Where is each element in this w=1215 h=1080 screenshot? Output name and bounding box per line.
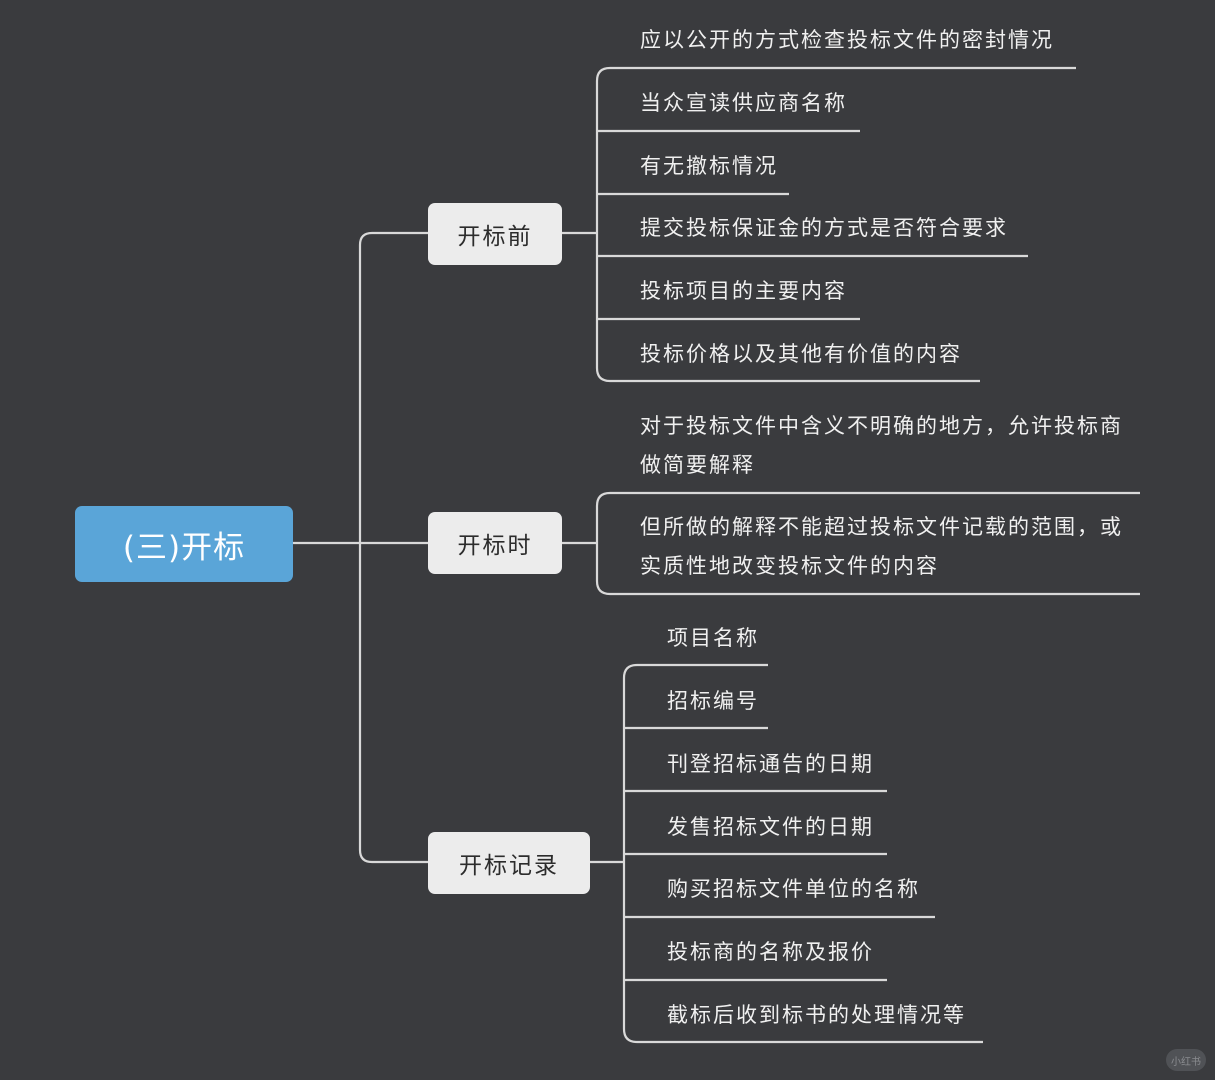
- leaf-node[interactable]: 应以公开的方式检查投标文件的密封情况: [640, 28, 1054, 52]
- watermark-badge: 小红书: [1166, 1049, 1206, 1071]
- leaf-node[interactable]: 购买招标文件单位的名称: [667, 877, 920, 901]
- leaf-line: 但所做的解释不能超过投标文件记载的范围，或: [640, 515, 1123, 539]
- branch-label: 开标时: [457, 533, 533, 559]
- root-label: (三)开标: [122, 529, 246, 566]
- root-node[interactable]: (三)开标: [75, 506, 293, 582]
- leaf-node[interactable]: 项目名称: [667, 626, 759, 650]
- branch-node-opening-record[interactable]: 开标记录: [428, 832, 590, 894]
- leaf-node[interactable]: 有无撤标情况: [640, 154, 778, 178]
- leaf-line: 做简要解释: [640, 453, 755, 477]
- branch-node-before-opening[interactable]: 开标前: [428, 203, 562, 265]
- leaf-line: 实质性地改变投标文件的内容: [640, 554, 939, 578]
- leaf-node[interactable]: 投标价格以及其他有价值的内容: [640, 342, 962, 366]
- branch-label: 开标记录: [459, 853, 559, 879]
- leaf-node[interactable]: 提交投标保证金的方式是否符合要求: [640, 216, 1008, 240]
- leaf-node[interactable]: 刊登招标通告的日期: [667, 752, 874, 776]
- leaf-node[interactable]: 但所做的解释不能超过投标文件记载的范围，或 实质性地改变投标文件的内容: [640, 508, 1123, 586]
- branch-node-during-opening[interactable]: 开标时: [428, 512, 562, 574]
- branch-label: 开标前: [457, 224, 533, 250]
- leaf-node[interactable]: 当众宣读供应商名称: [640, 91, 847, 115]
- leaf-node[interactable]: 对于投标文件中含义不明确的地方，允许投标商 做简要解释: [640, 407, 1123, 485]
- leaf-line: 对于投标文件中含义不明确的地方，允许投标商: [640, 414, 1123, 438]
- leaf-node[interactable]: 投标商的名称及报价: [667, 940, 874, 964]
- leaf-node[interactable]: 投标项目的主要内容: [640, 279, 847, 303]
- leaf-node[interactable]: 招标编号: [667, 689, 759, 713]
- leaf-node[interactable]: 截标后收到标书的处理情况等: [667, 1003, 966, 1027]
- leaf-node[interactable]: 发售招标文件的日期: [667, 815, 874, 839]
